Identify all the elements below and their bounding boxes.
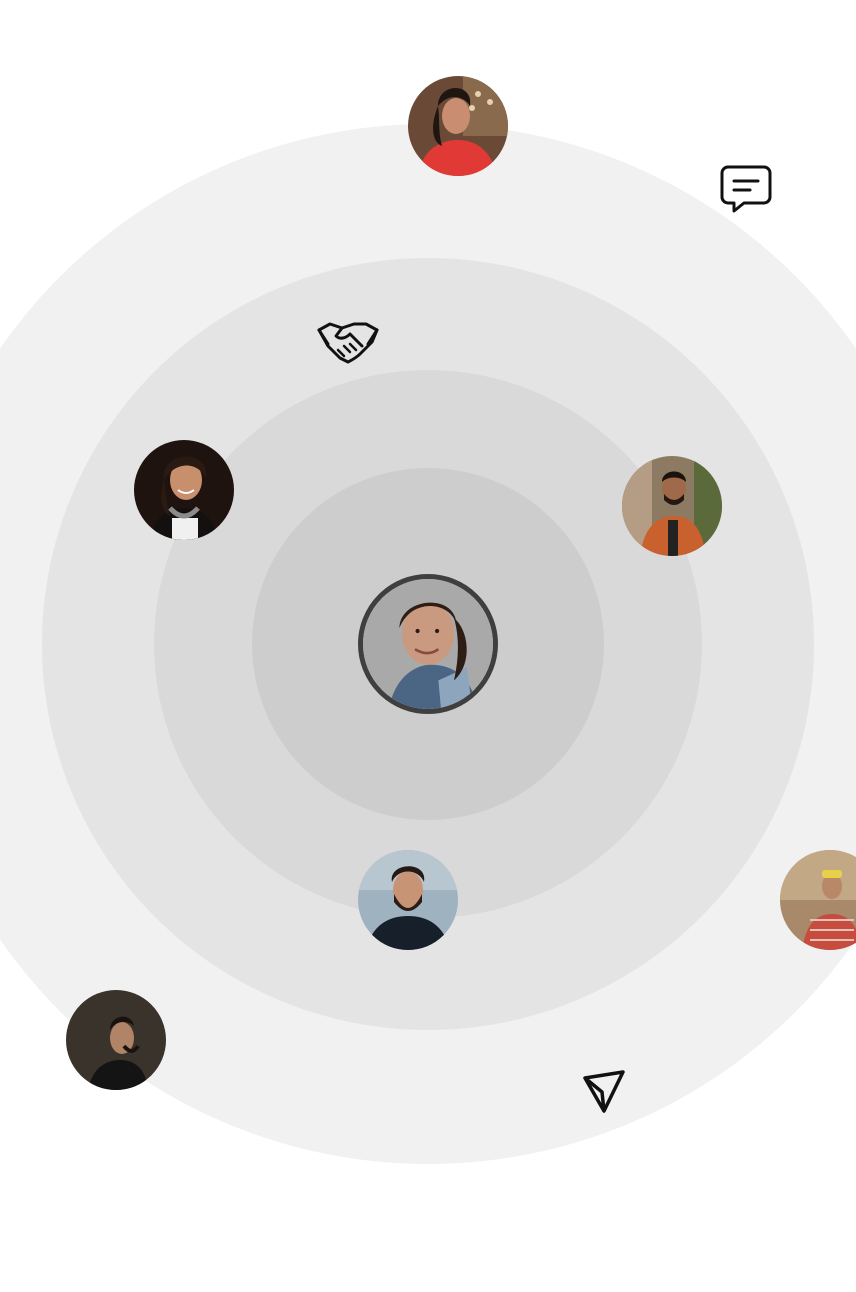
navigation-arrow-icon[interactable] [580,1068,628,1116]
handshake-icon[interactable] [316,318,380,368]
connection-avatar-top[interactable] [408,76,508,176]
connection-avatar-far-right[interactable] [780,850,856,950]
chat-bubble-icon[interactable] [720,164,772,214]
connection-avatar-left[interactable] [134,440,234,540]
current-user-avatar[interactable] [358,574,498,714]
connection-avatar-right[interactable] [622,456,722,556]
connection-avatar-bottom[interactable] [358,850,458,950]
connection-avatar-bottom-left[interactable] [66,990,166,1090]
